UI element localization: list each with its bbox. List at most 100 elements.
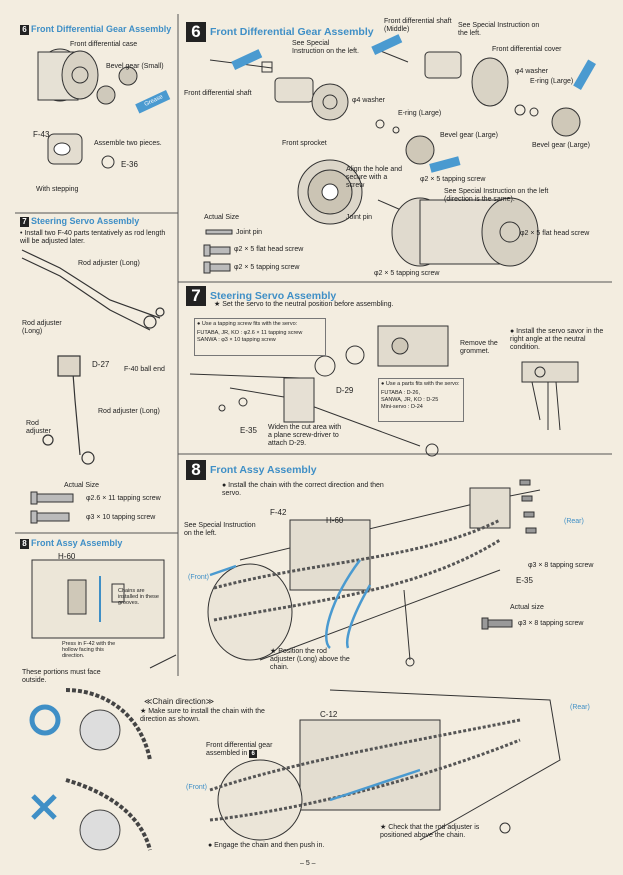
special-note: See Special Instruction on the left. — [458, 22, 540, 37]
front-assy-detail — [31, 559, 165, 639]
box-line: SANWA, JR, KO : D-25 — [381, 397, 439, 403]
actual-size-label: Actual size — [510, 604, 544, 611]
chain-sprocket-drawing — [65, 688, 152, 851]
label-washer: φ4 washer — [352, 97, 385, 104]
label-widen: Widen the cut area with a plane screw-dr… — [268, 424, 342, 447]
e-ring-drawing — [101, 155, 115, 169]
section-ref: 6 — [249, 750, 258, 758]
screw-label: φ2 × 5 flat head screw — [520, 230, 590, 237]
label-align: Align the hole and secure with a screw — [346, 166, 403, 189]
screw-label: φ3 × 8 tapping screw — [528, 562, 594, 569]
right-s8-heading: 8 Front Assy Assembly — [186, 460, 317, 480]
diff-case-drawing — [37, 48, 138, 105]
screw-label: φ2 × 5 tapping screw — [420, 176, 486, 183]
part-h60: H-60 — [326, 516, 344, 525]
label-ering: E-ring (Large) — [398, 110, 442, 117]
label-position: ★ Position the rod adjuster (Long) above… — [270, 648, 350, 671]
label-sprocket: Front sprocket — [282, 140, 327, 147]
screw-label: φ3 × 8 tapping screw — [518, 620, 584, 627]
screw-label: φ2 × 5 tapping screw — [234, 264, 300, 271]
grease-tube-icon — [371, 34, 403, 55]
label-ering: E-ring (Large) — [530, 78, 574, 85]
label-rod-long: Rod adjuster (Long) — [98, 408, 160, 415]
label-shaft: Front differential shaft — [184, 90, 252, 97]
servo-drawing — [189, 325, 449, 457]
box-heading: ● Use a tapping screw fits with the serv… — [197, 321, 298, 327]
section-number: 8 — [20, 538, 29, 549]
grease-tube-icon — [429, 156, 461, 173]
section-title: Front Assy Assembly — [210, 463, 317, 476]
label-shaft-mid: Front differential shaft (Middle) — [384, 18, 452, 33]
label-rear: (Rear) — [570, 704, 590, 711]
label-engage: ● Engage the chain and then push in. — [208, 842, 325, 849]
actual-size-label: Actual Size — [204, 214, 240, 221]
part-f42: F-42 — [270, 508, 287, 517]
special-note: See Special Instruction on the left. — [184, 522, 256, 537]
section-number: 8 — [186, 460, 206, 480]
bottom-assembly-drawing — [209, 689, 561, 841]
pointer-arrow — [149, 654, 177, 669]
rod-adjuster-drawing — [21, 249, 165, 465]
label-washer: φ4 washer — [515, 68, 548, 75]
label-gear-assembled: Front differential gear assembled in 6 — [206, 742, 306, 758]
note-grooves: Chains are installed in these grooves. — [118, 588, 159, 606]
servo-saver-drawing — [521, 361, 579, 431]
label-stepping: With stepping — [36, 186, 79, 193]
part-d27: D-27 — [92, 360, 110, 369]
label-ball-end: F-40 ball end — [124, 366, 165, 373]
box-line: FUTABA, JR, KO : φ2.6 × 11 tapping screw — [197, 330, 303, 336]
section-title: Steering Servo Assembly — [31, 216, 140, 226]
label-front: (Front) — [188, 574, 209, 581]
actual-size-screws — [203, 229, 233, 274]
screw-label: φ2 × 5 flat head screw — [234, 246, 304, 253]
note-portions: These portions must face outside. — [22, 669, 101, 684]
section-title: Front Differential Gear Assembly — [210, 25, 374, 38]
part-c12: C-12 — [320, 710, 338, 719]
screw-fit-box: ● Use a tapping screw fits with the serv… — [194, 318, 326, 356]
label-joint-pin: Joint pin — [236, 229, 263, 236]
front-assy-chain-drawing — [207, 487, 541, 667]
box-line: FUTABA : D-26, — [381, 390, 421, 396]
label-remove: Remove the grommet. — [460, 340, 498, 355]
screw-label: φ2.6 × 11 tapping screw — [86, 495, 161, 502]
grease-tube-icon — [573, 59, 596, 90]
label-cover: Front differential cover — [492, 46, 562, 53]
section-number: 6 — [20, 24, 29, 35]
section-number: 6 — [186, 22, 206, 42]
label-rod-long: Rod adjuster (Long) — [22, 320, 62, 335]
section-number: 7 — [20, 216, 29, 227]
note-press: Press in F-42 with the hollow facing thi… — [62, 641, 116, 659]
part-f43: F-43 — [33, 130, 50, 139]
label-rod-long: Rod adjuster (Long) — [78, 260, 140, 267]
instruction-text: • Install two F-40 parts tentatively as … — [20, 230, 166, 245]
label-make-sure: ★ Make sure to install the chain with th… — [140, 708, 265, 723]
label-saver: ● Install the servo savor in the right a… — [510, 328, 604, 351]
label-rear: (Rear) — [564, 518, 584, 525]
label-diff-case: Front differential case — [70, 41, 138, 48]
right-s6-heading: 6 Front Differential Gear Assembly — [186, 22, 374, 42]
part-h60: H-60 — [58, 552, 76, 561]
box-line: Mini-servo : D-24 — [381, 404, 423, 410]
label-bevel-small: Bevel gear (Small) — [106, 63, 164, 70]
label-rod-adjuster: Rod adjuster — [26, 420, 51, 435]
label-install-chain: ● Install the chain with the correct dir… — [222, 482, 384, 497]
part-f43-drawing — [47, 133, 83, 165]
label-front: (Front) — [186, 784, 207, 791]
screw-label: φ3 × 10 tapping screw — [86, 514, 156, 521]
grease-tube-icon — [231, 49, 263, 70]
label-assemble: Assemble two pieces. — [94, 140, 162, 147]
screw-label: φ2 × 5 tapping screw — [374, 270, 440, 277]
section-number: 7 — [186, 286, 206, 306]
servo-note: ★ Set the servo to the neutral position … — [214, 301, 394, 308]
special-note: See Special Instruction on the left (dir… — [444, 188, 549, 203]
actual-size-label: Actual Size — [64, 482, 100, 489]
label-bevel-large: Bevel gear (Large) — [440, 132, 498, 139]
part-e36: E-36 — [121, 160, 138, 169]
section-title: Front Assy Assembly — [31, 538, 123, 548]
label-chain-direction: ≪Chain direction≫ — [144, 697, 215, 706]
box-line: SANWA : φ3 × 10 tapping screw — [197, 337, 276, 343]
screw-row — [481, 479, 537, 630]
